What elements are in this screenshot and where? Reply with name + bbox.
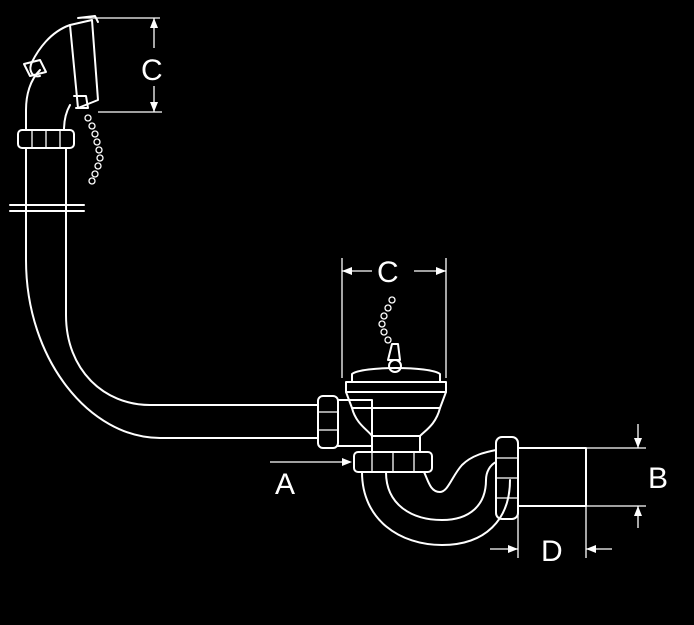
dimension-a-arrow	[270, 458, 352, 466]
waste-nut	[353, 451, 433, 473]
pipe-connector-nut	[317, 395, 339, 449]
waste-outlet	[337, 367, 447, 453]
overflow-chain	[84, 114, 104, 185]
dimension-c-waste	[341, 258, 447, 378]
label-outlet-diameter: B	[648, 462, 668, 495]
dimension-c-overflow	[78, 17, 162, 113]
label-waste-width: C	[377, 256, 399, 289]
label-inlet: A	[275, 468, 295, 501]
bath-wall-flange	[9, 204, 85, 212]
label-overflow-width: C	[141, 54, 163, 87]
dimension-d	[490, 506, 612, 558]
overflow-pipe	[25, 147, 319, 439]
label-outlet-length: D	[541, 535, 563, 568]
p-trap	[361, 449, 511, 546]
outlet-nut	[495, 436, 519, 520]
overflow-nut	[17, 129, 75, 149]
dimension-b	[586, 424, 646, 528]
overflow-head	[23, 15, 99, 131]
waste-plug-chain	[378, 296, 402, 373]
outlet-pipe	[517, 447, 587, 507]
